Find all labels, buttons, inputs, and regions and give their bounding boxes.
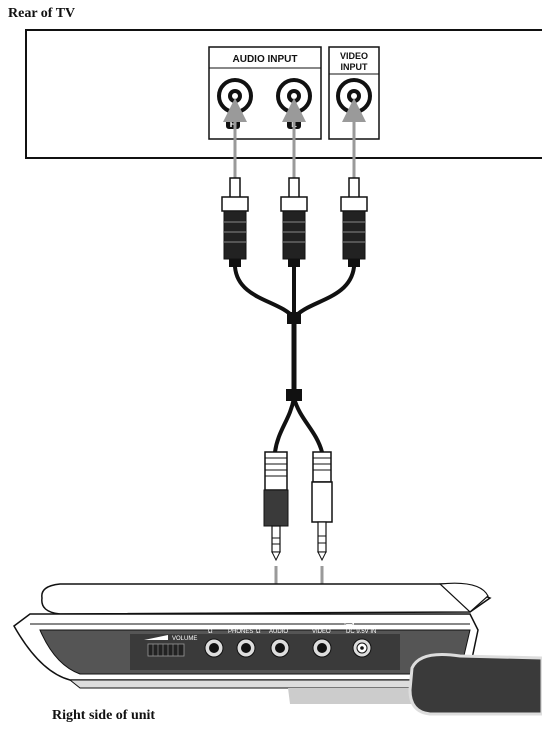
- audio-out-label: AUDIO: [269, 629, 288, 635]
- volume-wheel[interactable]: [147, 643, 185, 657]
- rca-plug-right: [340, 177, 368, 267]
- tv-rear-panel: AUDIO INPUT VIDEO INPUT R L: [25, 29, 542, 159]
- dc-in-label: DC 9.5V IN: [346, 629, 376, 635]
- rca-plug-left: [221, 177, 249, 267]
- headphones-icon: Ω: [208, 629, 213, 635]
- video-input-label-2: INPUT: [341, 62, 369, 72]
- cable-splitter-bottom: [286, 389, 302, 401]
- tv-connection-arrows: [223, 98, 366, 180]
- dc-in-jack[interactable]: [352, 638, 372, 658]
- av-cable: [233, 265, 356, 454]
- mini-plug-right: [311, 451, 333, 562]
- phones-jack-2[interactable]: [236, 638, 256, 658]
- dc-polarity-icon: ◦—•: [344, 622, 354, 628]
- audio-input-label: AUDIO INPUT: [233, 54, 298, 65]
- phones-label: PHONES: [228, 629, 253, 635]
- tv-video-jack[interactable]: [336, 78, 372, 114]
- mini-plug-left: [263, 451, 289, 562]
- rca-plug-middle: [280, 177, 308, 267]
- video-input-label-1: VIDEO: [340, 51, 368, 61]
- headphones-icon-2: Ω: [256, 629, 261, 635]
- jack-r-label: R: [230, 119, 237, 129]
- unit-audio-jack[interactable]: [270, 638, 290, 658]
- right-side-of-unit-caption: Right side of unit: [52, 708, 156, 723]
- rear-of-tv-caption: Rear of TV: [8, 6, 76, 21]
- video-out-label: VIDEO: [312, 629, 331, 635]
- cable-splitter-top: [287, 312, 301, 324]
- phones-jack-1[interactable]: [204, 638, 224, 658]
- unit-video-jack[interactable]: [312, 638, 332, 658]
- unit-side-controls: VOLUME Ω PHONES Ω AUDIO VIDEO ◦—• DC 9.: [144, 622, 376, 658]
- volume-label: VOLUME: [172, 636, 197, 642]
